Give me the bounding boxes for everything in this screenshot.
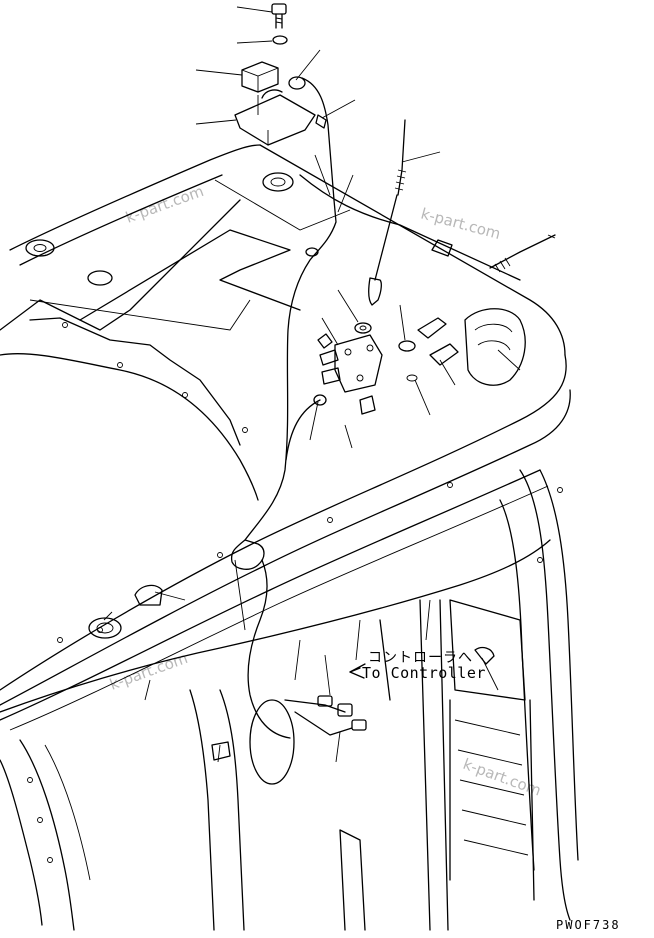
drawing-code: PWOF738 — [556, 918, 621, 932]
arch-holes — [27, 322, 563, 863]
callout-arrow — [349, 663, 366, 679]
watermark: k-part.com — [419, 204, 503, 243]
connector-icon — [317, 695, 367, 731]
callout-label-japanese: コントローラへ — [368, 650, 473, 666]
antenna-base-plate — [334, 334, 383, 393]
leader-lines — [103, 6, 556, 763]
watermark: k-part.com — [123, 182, 206, 227]
bolt-icon — [271, 3, 287, 29]
cab-roof-frame — [0, 144, 579, 931]
cap-icon — [241, 61, 279, 93]
callout-label-english: To Controller — [362, 664, 486, 682]
rear-window-louvers — [449, 599, 535, 901]
bracket-icon — [234, 89, 316, 146]
washer-icon — [272, 35, 288, 45]
antenna-assembly — [230, 3, 556, 785]
watermarks: k-part.com k-part.com k-part.com k-part.… — [107, 182, 543, 800]
